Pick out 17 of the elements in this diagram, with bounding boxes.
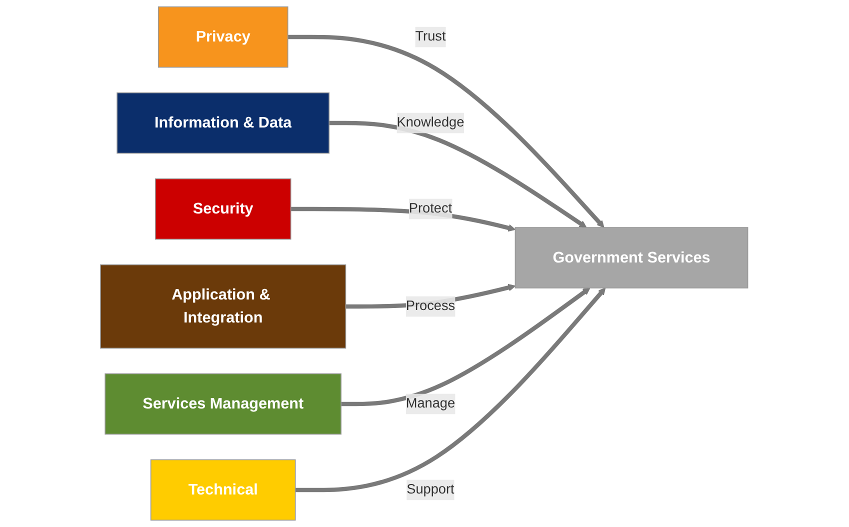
- arrow: [296, 288, 606, 492]
- arrow: [329, 120, 588, 228]
- node-box: Technical: [150, 459, 296, 521]
- edge-label: Protect: [409, 201, 452, 216]
- edge-label: Manage: [406, 396, 456, 411]
- node-box: Security: [155, 178, 292, 240]
- edge-label: Knowledge: [397, 115, 465, 130]
- arrow: [341, 288, 591, 406]
- node-box: Privacy: [158, 6, 289, 68]
- arrow: [288, 34, 605, 228]
- edge-label: Process: [406, 298, 456, 314]
- edge-label: Support: [406, 482, 455, 497]
- node-box: Information & Data: [117, 92, 330, 154]
- edge-label: Trust: [416, 29, 446, 44]
- node-box: Application & Integration: [100, 264, 346, 349]
- node-box: Services Management: [105, 373, 342, 435]
- node-box: Government Services: [515, 227, 749, 288]
